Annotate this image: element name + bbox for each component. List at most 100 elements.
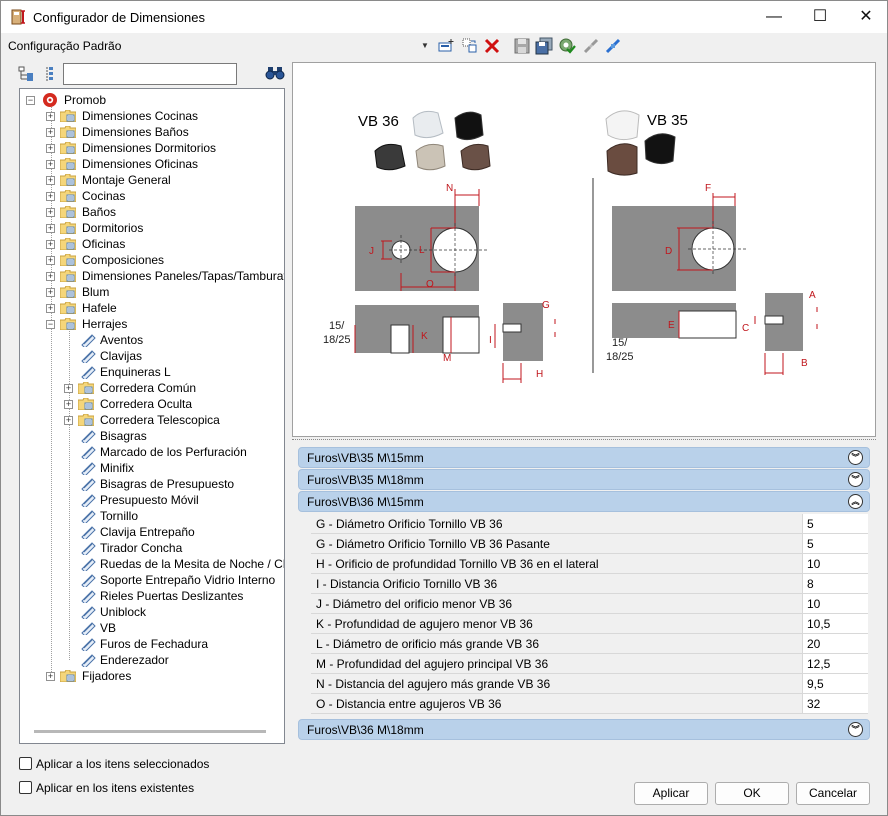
expand-icon[interactable]: + bbox=[46, 287, 55, 297]
expand-icon[interactable]: + bbox=[46, 191, 55, 201]
property-value-field[interactable]: 5 bbox=[802, 514, 868, 533]
tree-node-folder[interactable]: +Cocinas bbox=[46, 188, 282, 204]
disconnect-icon[interactable] bbox=[582, 37, 600, 55]
tree-node-folder[interactable]: +Montaje General bbox=[46, 172, 282, 188]
binoculars-search-icon[interactable] bbox=[265, 65, 285, 81]
expand-icon[interactable]: + bbox=[46, 143, 55, 153]
property-value-field[interactable]: 32 bbox=[802, 694, 868, 713]
tree-node-item[interactable]: Minifix bbox=[64, 460, 282, 476]
apply-button[interactable]: Aplicar bbox=[634, 782, 708, 805]
expand-icon[interactable]: + bbox=[46, 223, 55, 233]
tree-node-folder[interactable]: +Corredera Oculta bbox=[64, 396, 282, 412]
expand-icon[interactable]: + bbox=[64, 415, 73, 425]
expand-icon[interactable]: + bbox=[46, 239, 55, 249]
property-value-field[interactable]: 12,5 bbox=[802, 654, 868, 673]
category-tree[interactable]: − Promob +Dimensiones Cocinas+Dimensione… bbox=[19, 88, 285, 744]
collapse-icon[interactable]: − bbox=[26, 95, 35, 105]
tree-node-folder[interactable]: +Corredera Común bbox=[64, 380, 282, 396]
property-value-field[interactable]: 10 bbox=[802, 594, 868, 613]
tree-node-folder[interactable]: +Blum bbox=[46, 284, 282, 300]
tree-search-input[interactable] bbox=[63, 63, 237, 85]
tree-node-item[interactable]: Presupuesto Móvil bbox=[64, 492, 282, 508]
tree-node-folder[interactable]: +Composiciones bbox=[46, 252, 282, 268]
tree-node-item[interactable]: Bisagras de Presupuesto bbox=[64, 476, 282, 492]
property-value-field[interactable]: 10 bbox=[802, 554, 868, 573]
tree-node-item[interactable]: Marcado de los Perfuración bbox=[64, 444, 282, 460]
expand-chevron-icon[interactable]: ︾ bbox=[848, 472, 863, 487]
tree-node-item[interactable]: Enderezador bbox=[64, 652, 282, 668]
expand-icon[interactable]: + bbox=[64, 399, 73, 409]
tree-node-item[interactable]: Bisagras bbox=[64, 428, 282, 444]
tree-node-folder[interactable]: +Dimensiones Oficinas bbox=[46, 156, 282, 172]
accordion-header[interactable]: Furos\VB\36 M\15mm︽ bbox=[298, 491, 870, 512]
expand-icon[interactable]: + bbox=[46, 255, 55, 265]
property-value-field[interactable]: 9,5 bbox=[802, 674, 868, 693]
tree-node-folder[interactable]: +Hafele bbox=[46, 300, 282, 316]
tree-node-item[interactable]: Furos de Fechadura bbox=[64, 636, 282, 652]
property-value-field[interactable]: 20 bbox=[802, 634, 868, 653]
apply-existing-checkbox[interactable] bbox=[19, 781, 32, 794]
property-value-field[interactable]: 8 bbox=[802, 574, 868, 593]
ok-button[interactable]: OK bbox=[715, 782, 789, 805]
folder-icon bbox=[60, 254, 76, 266]
tree-collapse-icon[interactable] bbox=[41, 65, 59, 83]
tree-node-item[interactable]: Tirador Concha bbox=[64, 540, 282, 556]
accordion-header[interactable]: Furos\VB\36 M\18mm︾ bbox=[298, 719, 870, 740]
tree-node-folder[interactable]: +Oficinas bbox=[46, 236, 282, 252]
tree-node-folder[interactable]: −Herrajes bbox=[46, 316, 282, 332]
expand-icon[interactable]: + bbox=[46, 271, 55, 281]
tree-node-folder[interactable]: +Corredera Telescopica bbox=[64, 412, 282, 428]
save-icon[interactable] bbox=[513, 37, 531, 55]
minimize-button[interactable]: — bbox=[766, 8, 782, 25]
tree-node-item[interactable]: VB bbox=[64, 620, 282, 636]
tree-node-item[interactable]: Rieles Puertas Deslizantes bbox=[64, 588, 282, 604]
close-button[interactable]: ✕ bbox=[859, 8, 873, 25]
expand-icon[interactable]: + bbox=[46, 303, 55, 313]
cancel-button[interactable]: Cancelar bbox=[796, 782, 870, 805]
tree-node-item[interactable]: Aventos bbox=[64, 332, 282, 348]
property-value-field[interactable]: 10,5 bbox=[802, 614, 868, 633]
save-all-icon[interactable] bbox=[535, 37, 553, 55]
svg-text:J: J bbox=[369, 246, 374, 257]
property-value-field[interactable]: 5 bbox=[802, 534, 868, 553]
tree-node-item[interactable]: Enquineras L bbox=[64, 364, 282, 380]
expand-icon[interactable]: + bbox=[46, 175, 55, 185]
config-dropdown-arrow[interactable]: ▼ bbox=[421, 41, 429, 50]
collapse-chevron-icon[interactable]: ︽ bbox=[848, 494, 863, 509]
tree-node-item[interactable]: Clavija Entrepaño bbox=[64, 524, 282, 540]
expand-icon[interactable]: + bbox=[64, 383, 73, 393]
tree-horizontal-scrollbar[interactable] bbox=[34, 730, 266, 733]
expand-icon[interactable]: + bbox=[46, 671, 55, 681]
collapse-icon[interactable]: − bbox=[46, 319, 55, 329]
expand-chevron-icon[interactable]: ︾ bbox=[848, 450, 863, 465]
tree-node-root[interactable]: − Promob bbox=[26, 92, 276, 108]
tree-node-folder[interactable]: +Fijadores bbox=[46, 668, 282, 684]
tree-node-folder[interactable]: +Dimensiones Baños bbox=[46, 124, 282, 140]
accordion-header[interactable]: Furos\VB\35 M\18mm︾ bbox=[298, 469, 870, 490]
apply-config-icon[interactable] bbox=[558, 37, 576, 55]
connect-icon[interactable] bbox=[604, 37, 622, 55]
tree-node-folder[interactable]: +Dormitorios bbox=[46, 220, 282, 236]
tree-node-item[interactable]: Tornillo bbox=[64, 508, 282, 524]
accordion-header[interactable]: Furos\VB\35 M\15mm︾ bbox=[298, 447, 870, 468]
apply-selected-checkbox[interactable] bbox=[19, 757, 32, 770]
expand-icon[interactable]: + bbox=[46, 207, 55, 217]
tree-node-folder[interactable]: +Dimensiones Paneles/Tapas/Tamburatos bbox=[46, 268, 284, 284]
expand-chevron-icon[interactable]: ︾ bbox=[848, 722, 863, 737]
tree-node-item[interactable]: Uniblock bbox=[64, 604, 282, 620]
tree-node-item[interactable]: Soporte Entrepaño Vidrio Interno bbox=[64, 572, 282, 588]
delete-config-icon[interactable] bbox=[483, 37, 501, 55]
new-config-icon[interactable] bbox=[437, 37, 455, 55]
tree-node-item[interactable]: Ruedas de la Mesita de Noche / CPU bbox=[64, 556, 284, 572]
expand-icon[interactable]: + bbox=[46, 111, 55, 121]
expand-icon[interactable]: + bbox=[46, 159, 55, 169]
tree-node-folder[interactable]: +Dimensiones Cocinas bbox=[46, 108, 282, 124]
tree-node-item[interactable]: Clavijas bbox=[64, 348, 282, 364]
panel-splitter[interactable] bbox=[292, 438, 876, 440]
tree-node-folder[interactable]: +Dimensiones Dormitorios bbox=[46, 140, 282, 156]
expand-icon[interactable]: + bbox=[46, 127, 55, 137]
copy-config-icon[interactable] bbox=[461, 37, 479, 55]
tree-expand-icon[interactable] bbox=[17, 65, 35, 83]
tree-node-folder[interactable]: +Baños bbox=[46, 204, 282, 220]
maximize-button[interactable]: ☐ bbox=[812, 8, 828, 25]
